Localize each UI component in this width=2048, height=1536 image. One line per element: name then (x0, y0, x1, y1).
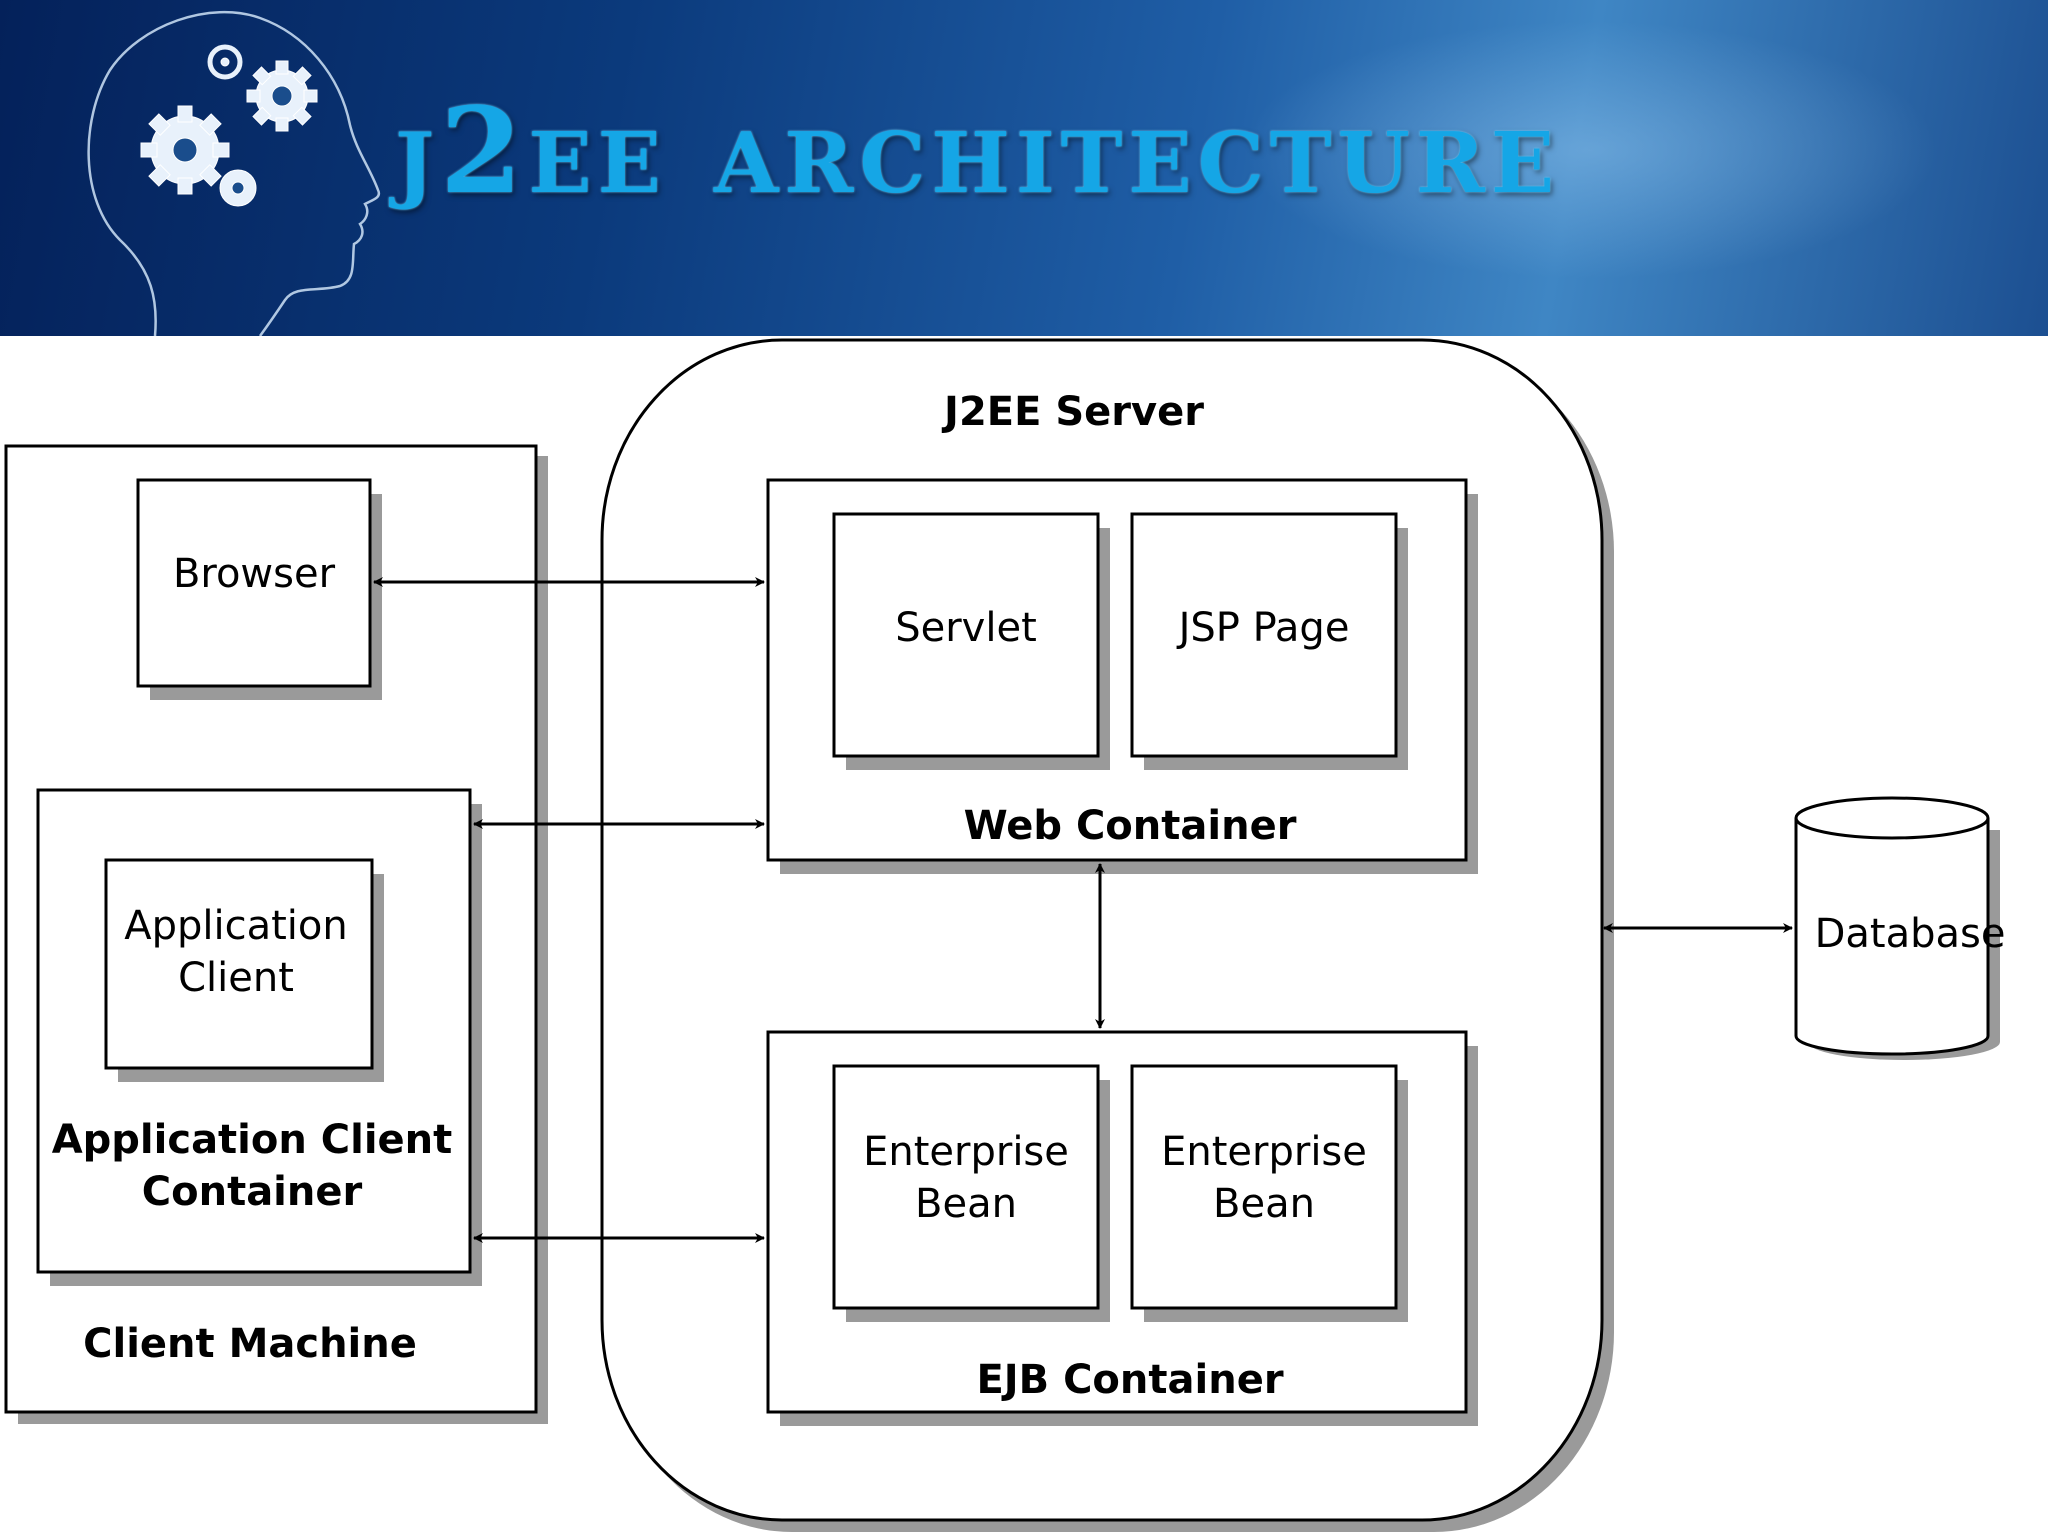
browser-box (136, 478, 382, 700)
banner-glow (1240, 20, 1940, 280)
enterprise-bean-label-1: Enterprise Bean (863, 1129, 1069, 1227)
client-machine-label: Client Machine (83, 1321, 417, 1367)
web-container-label: Web Container (963, 803, 1297, 849)
application-client-label: Application Client (124, 903, 348, 1001)
app-client-box (104, 858, 384, 1082)
enterprise-bean-box-1 (832, 1064, 1110, 1322)
j2ee-server-label: J2EE Server (944, 389, 1204, 435)
enterprise-bean-box-2 (1130, 1064, 1408, 1322)
head-with-gears-icon (87, 10, 381, 336)
ejb-container-label: EJB Container (976, 1357, 1284, 1403)
browser-label: Browser (172, 551, 336, 597)
application-client-container-label: Application Client Container (51, 1117, 453, 1215)
jsp-page-box (1130, 512, 1408, 770)
slide-title: J2EE Architecture (395, 81, 1561, 220)
jsp-page-label: JSP Page (1178, 605, 1350, 651)
database-cylinder (1794, 796, 2000, 1060)
enterprise-bean-label-2: Enterprise Bean (1161, 1129, 1367, 1227)
header-banner: J2EE Architecture (0, 0, 2048, 336)
database-label: Database (1814, 911, 2006, 957)
servlet-box (832, 512, 1110, 770)
servlet-label: Servlet (895, 605, 1037, 651)
